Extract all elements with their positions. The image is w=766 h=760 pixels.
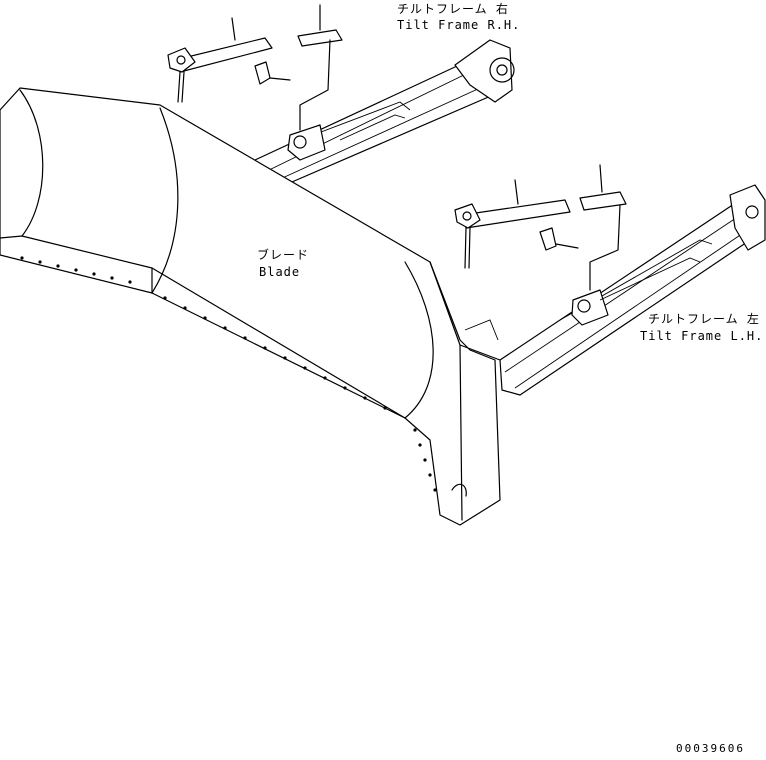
blade-label-jp: ブレード: [257, 248, 310, 262]
tilt-frame-lh-label-en: Tilt Frame L.H.: [640, 329, 764, 343]
tilt-frame-lh: [499, 184, 766, 396]
tilt-frame-rh: [254, 39, 515, 186]
tilt-frame-rh-label-jp: チルトフレーム 右: [397, 2, 509, 16]
drawing-number: 00039606: [676, 742, 745, 755]
blade-bolt-holes: [20, 256, 437, 492]
tilt-frame-rh-parts: [167, 4, 343, 131]
tilt-frame-lh-parts: [454, 164, 627, 291]
tilt-frame-lh-label-jp: チルトフレーム 左: [648, 312, 760, 326]
blade-label-en: Blade: [259, 265, 301, 279]
blade: [0, 87, 501, 526]
tilt-frame-rh-label-en: Tilt Frame R.H.: [397, 18, 521, 32]
